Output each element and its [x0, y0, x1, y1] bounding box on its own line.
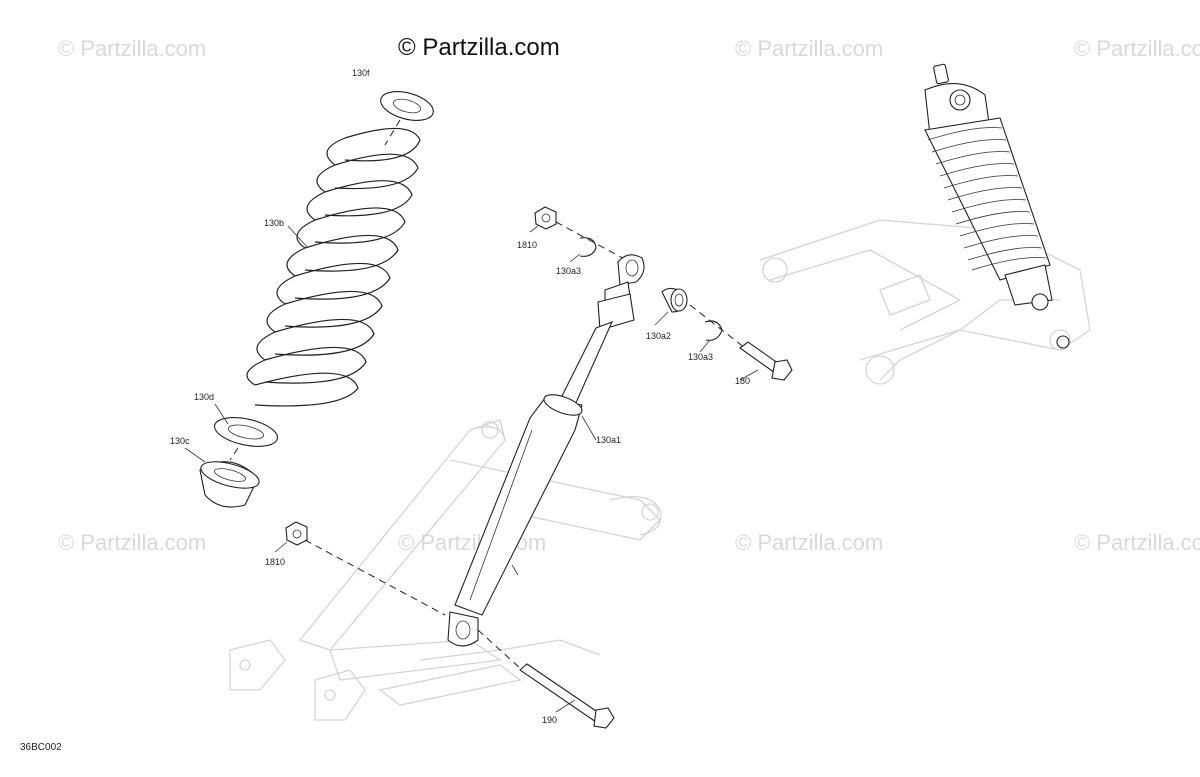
partzilla-watermark: © Partzilla.com — [398, 34, 560, 61]
callout-130a2: 130a2 — [646, 331, 672, 341]
watermark: © Partzilla.com — [58, 530, 207, 555]
coil-spring-130b — [246, 127, 421, 407]
circlip-130a3-right — [689, 304, 746, 353]
watermark: © Partzilla.com — [735, 36, 884, 61]
nut-1810-top — [529, 206, 631, 263]
bushing-130a2 — [654, 287, 688, 326]
callout-130b: 130b — [264, 218, 285, 228]
callout-130a1: 130a1 — [596, 435, 622, 445]
watermark: © Partzilla.com — [735, 530, 884, 555]
callout-130c: 130c — [170, 436, 190, 446]
nut-1810-bottom — [274, 521, 446, 616]
washer-130d — [214, 403, 278, 461]
shock-absorber-130a1 — [447, 254, 645, 647]
diagram-code: 36BC002 — [20, 742, 62, 753]
lower-arm-ghost — [229, 419, 662, 721]
watermark: © Partzilla.com — [58, 36, 207, 61]
retainer-130c — [184, 447, 260, 508]
callout-130a3-right: 130a3 — [688, 352, 714, 362]
callout-130d: 130d — [194, 392, 215, 402]
watermark: © Partzilla.com — [1074, 36, 1200, 61]
callout-130a3-left: 130a3 — [556, 266, 582, 276]
spring-seat-130f — [380, 91, 434, 146]
bolt-180 — [739, 341, 793, 381]
callout-130f: 130f — [352, 68, 370, 78]
callout-1810-bottom: 1810 — [265, 557, 286, 567]
callout-190: 190 — [542, 715, 558, 725]
watermark: © Partzilla.com — [1074, 530, 1200, 555]
bolt-190 — [477, 629, 615, 729]
assembled-shock — [924, 63, 1070, 349]
callout-180: 180 — [735, 376, 751, 386]
circlip-130a3-left — [569, 237, 597, 263]
callout-1810-top: 1810 — [517, 240, 538, 250]
